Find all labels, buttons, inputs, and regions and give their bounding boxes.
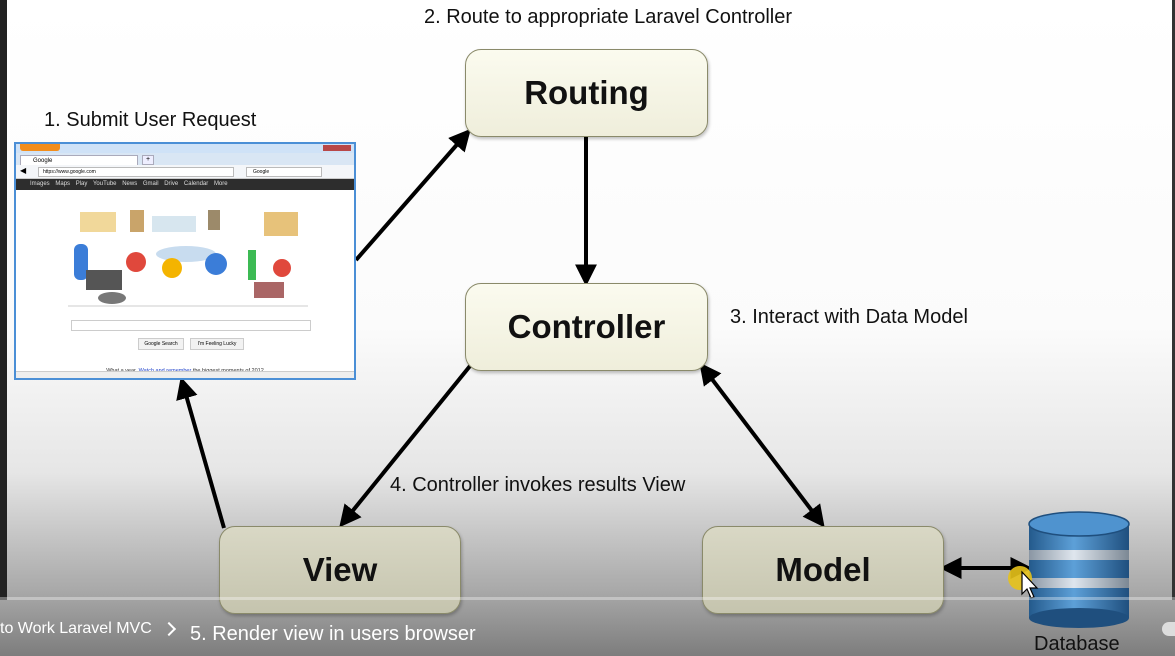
google-search-box (71, 320, 311, 331)
database-label: Database (1034, 633, 1120, 655)
browser-scrollbar (16, 371, 354, 378)
browser-tabstrip: Google + (16, 153, 354, 165)
new-tab-icon: + (142, 155, 154, 165)
nav-item: Drive (164, 181, 179, 187)
nav-item: More (213, 181, 228, 187)
browser-titlebar (16, 144, 354, 153)
browser-addressbar: ◀ https://www.google.com Google (16, 165, 354, 179)
firefox-button (20, 144, 60, 151)
step-2-label: 2. Route to appropriate Laravel Controll… (424, 6, 792, 28)
database-icon (1028, 511, 1130, 628)
browser-content: Google Search I'm Feeling Lucky What a y… (16, 190, 354, 376)
routing-label: Routing (524, 74, 649, 111)
video-toggle-knob[interactable] (1162, 622, 1175, 636)
nav-item: Maps (55, 181, 71, 187)
window-controls (323, 145, 351, 151)
browser-tab: Google (20, 155, 138, 165)
step-5-label: 5. Render view in users browser (190, 623, 476, 645)
nav-item: Calendar (183, 181, 209, 187)
controller-box: Controller (465, 283, 708, 371)
google-navbar: Images Maps Play YouTube News Gmail Driv… (16, 179, 354, 190)
google-search-button: Google Search (138, 338, 184, 350)
model-label: Model (775, 551, 871, 588)
nav-item: News (122, 181, 138, 187)
arrow-browser-to-routing (354, 128, 471, 262)
video-progress-track[interactable] (0, 597, 1175, 600)
back-icon: ◀ (20, 166, 27, 175)
model-box: Model (702, 526, 944, 614)
step-1-label: 1. Submit User Request (44, 109, 257, 131)
left-edge (0, 0, 7, 600)
feeling-lucky-button: I'm Feeling Lucky (190, 338, 244, 350)
step-3-label: 3. Interact with Data Model (730, 306, 968, 328)
right-edge (1172, 0, 1175, 600)
browser-search-field: Google (246, 167, 322, 177)
arrow-controller-to-view (339, 364, 472, 528)
arrow-controller-model (699, 362, 825, 528)
view-label: View (302, 551, 378, 588)
routing-box: Routing (465, 49, 708, 137)
step-4-label: 4. Controller invokes results View (390, 474, 686, 496)
browser-screenshot: Google + ◀ https://www.google.com Google… (14, 142, 356, 380)
view-box: View (219, 526, 461, 614)
video-title-text: to Work Laravel MVC (0, 620, 152, 637)
controller-label: Controller (507, 308, 666, 345)
cursor-pointer-icon (1008, 566, 1039, 599)
url-field: https://www.google.com (38, 167, 234, 177)
nav-item: Images (30, 181, 50, 187)
chevron-right-icon (161, 621, 176, 637)
nav-item: YouTube (92, 181, 117, 187)
google-doodle-image (68, 210, 308, 307)
arrow-view-to-browser (176, 376, 226, 529)
nav-item: Gmail (142, 181, 159, 187)
nav-item: Play (75, 181, 88, 187)
video-chapter-title[interactable]: to Work Laravel MVC (0, 620, 176, 638)
